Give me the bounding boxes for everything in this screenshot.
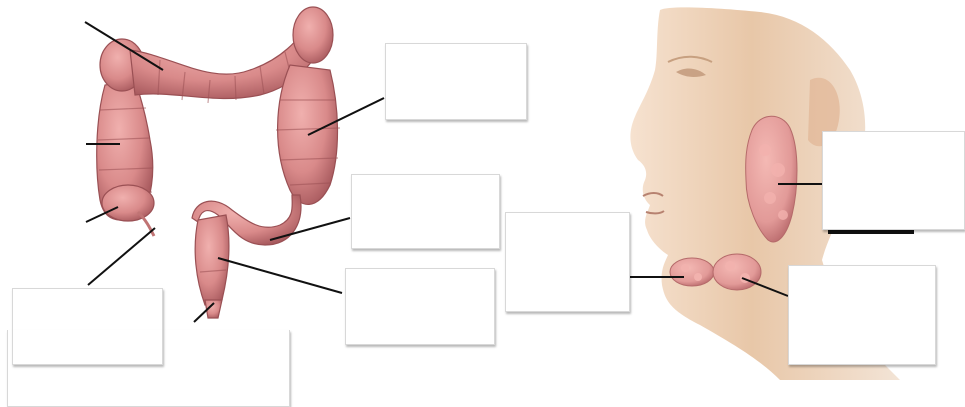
label-text bbox=[346, 269, 494, 281]
label-box-sigmoid-colon[interactable] bbox=[345, 268, 495, 345]
label-box-submandibular-gland[interactable] bbox=[788, 265, 936, 365]
label-box-transverse-colon[interactable] bbox=[385, 43, 527, 120]
label-text bbox=[823, 132, 964, 144]
leader-line-rectum bbox=[218, 258, 342, 293]
label-box-sublingual-gland[interactable] bbox=[505, 212, 630, 312]
label-text bbox=[352, 175, 499, 187]
sublingual-gland bbox=[670, 258, 714, 286]
label-box-descending-colon[interactable] bbox=[351, 174, 500, 249]
label-box-parotid-gland[interactable] bbox=[822, 131, 965, 230]
leader-line-appendix bbox=[88, 228, 155, 285]
label-text bbox=[13, 289, 162, 301]
label-box-anal-canal[interactable] bbox=[7, 330, 290, 407]
submandibular-gland bbox=[713, 254, 761, 290]
label-text bbox=[789, 266, 935, 278]
large-intestine-illustration bbox=[97, 7, 340, 318]
label-text bbox=[8, 330, 289, 342]
label-text bbox=[506, 213, 629, 225]
label-text bbox=[386, 44, 526, 56]
